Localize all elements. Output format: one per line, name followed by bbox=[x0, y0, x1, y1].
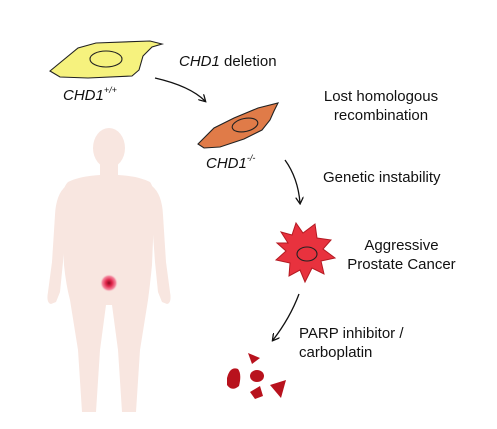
flow-arrows bbox=[154, 77, 300, 340]
dead-cell-fragments-icon bbox=[227, 353, 286, 399]
treatment-step-label: PARP inhibitor / carboplatin bbox=[299, 325, 404, 361]
cancer-step-label: Aggressive Prostate Cancer bbox=[347, 237, 456, 273]
arrow-instability bbox=[284, 159, 300, 203]
normal-cell-icon bbox=[49, 40, 165, 79]
normal-cell-label: CHD1+/+ bbox=[63, 85, 117, 104]
prostate-lesion-icon bbox=[100, 274, 118, 292]
deleted-cell-label: CHD1-/- bbox=[206, 153, 256, 172]
deleted-cell-icon bbox=[197, 102, 280, 149]
arrow-deletion bbox=[154, 77, 205, 101]
instability-step-label: Genetic instability bbox=[323, 169, 441, 186]
arrow-treatment bbox=[273, 293, 300, 340]
deletion-step-label: CHD1 deletion bbox=[179, 53, 277, 70]
human-body-icon bbox=[47, 128, 171, 412]
lost-hr-step-label: Lost homologous recombination bbox=[323, 88, 439, 124]
tumor-cell-icon bbox=[274, 221, 337, 284]
